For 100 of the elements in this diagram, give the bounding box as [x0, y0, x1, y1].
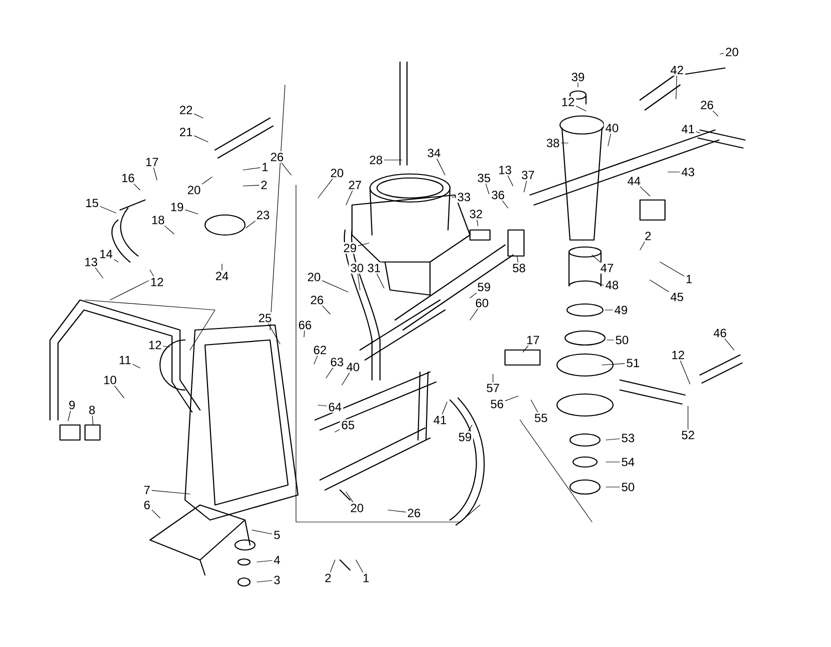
callout-number: 31 — [366, 262, 382, 274]
leader-line — [252, 530, 272, 534]
leader-line — [318, 404, 327, 406]
leader-line — [505, 396, 518, 402]
leader-line — [696, 131, 700, 134]
callout-number: 29 — [342, 242, 358, 254]
leader-line — [304, 330, 305, 338]
callout-number: 33 — [456, 191, 472, 203]
callout-number: 3 — [272, 574, 282, 586]
leader-line — [202, 176, 212, 184]
callout-number: 45 — [668, 291, 686, 303]
callout-number: 55 — [532, 412, 550, 424]
callout-number: 62 — [312, 344, 328, 356]
leader-line — [163, 346, 170, 348]
leader-line — [660, 262, 684, 276]
callout-number: 1 — [361, 572, 371, 584]
callout-number: 56 — [488, 398, 506, 410]
callout-number: 17 — [144, 156, 160, 168]
leader-line — [256, 560, 272, 562]
leader-line — [242, 184, 260, 186]
leader-line — [164, 226, 174, 234]
leader-line — [602, 363, 625, 366]
callout-number: 15 — [84, 197, 100, 209]
leader-line — [476, 220, 478, 226]
callout-number: 7 — [142, 484, 152, 496]
leader-line — [334, 429, 340, 432]
callout-number: 13 — [82, 256, 100, 268]
leader-line — [153, 168, 158, 180]
leader-line — [322, 306, 330, 314]
callout-number: 30 — [348, 262, 366, 274]
leader-line — [358, 274, 360, 290]
leader-line — [724, 338, 734, 350]
callout-number: 16 — [120, 172, 136, 184]
callout-number: 26 — [406, 507, 422, 519]
leader-line — [342, 372, 350, 386]
callout-number: 2 — [643, 230, 653, 242]
leader-line — [468, 424, 472, 432]
callout-number: 18 — [150, 214, 166, 226]
leader-line — [516, 256, 518, 262]
leader-line — [522, 346, 528, 352]
callout-number: 28 — [368, 154, 384, 166]
leader-line — [608, 134, 611, 146]
callout-number: 5 — [272, 529, 282, 541]
callout-number: 41 — [432, 414, 448, 426]
callout-number: 36 — [490, 189, 506, 201]
leader-line — [346, 190, 353, 206]
callout-number: 20 — [328, 167, 346, 179]
callout-number: 2 — [323, 572, 333, 584]
leader-line — [114, 259, 118, 262]
callout-number: 53 — [620, 432, 636, 444]
callout-number: 48 — [604, 279, 620, 291]
callout-number: 59 — [456, 431, 474, 443]
callout-number: 60 — [474, 297, 490, 309]
callout-number: 20 — [724, 46, 740, 58]
callout-number: 35 — [476, 172, 492, 184]
leader-line — [242, 167, 260, 170]
callout-number: 50 — [614, 334, 630, 346]
callout-number: 39 — [570, 71, 586, 83]
callout-number: 4 — [272, 554, 282, 566]
callout-number: 24 — [214, 270, 230, 282]
leader-line — [436, 158, 446, 176]
leader-line — [346, 492, 354, 502]
callout-number: 41 — [680, 123, 696, 135]
callout-number: 9 — [67, 399, 77, 411]
leader-line — [358, 242, 370, 246]
leader-line — [330, 560, 336, 572]
callout-number: 2 — [259, 179, 269, 191]
leader-line — [606, 438, 620, 440]
callout-number: 65 — [340, 419, 356, 431]
leader-line — [650, 280, 669, 292]
leader-line — [640, 242, 645, 250]
leader-line — [452, 196, 456, 198]
leader-line — [356, 560, 364, 572]
leader-line — [326, 368, 334, 378]
callout-number: 43 — [680, 166, 696, 178]
callout-number: 23 — [254, 209, 272, 221]
leader-line — [606, 486, 620, 488]
leader-line — [492, 374, 494, 382]
leader-line — [486, 184, 490, 194]
callout-number: 54 — [620, 456, 636, 468]
leader-line — [134, 184, 140, 190]
leader-line — [246, 220, 256, 228]
leader-line — [100, 206, 116, 214]
leader-line — [600, 284, 604, 286]
callout-number: 64 — [326, 401, 344, 413]
callout-number: 26 — [268, 151, 286, 163]
leader-line — [720, 53, 724, 54]
leader-line — [524, 180, 527, 192]
callout-number: 34 — [426, 147, 442, 159]
callout-number: 44 — [626, 175, 642, 187]
callout-number: 1 — [260, 161, 270, 173]
leader-line — [152, 510, 160, 518]
leader-line — [502, 200, 508, 208]
callout-number: 27 — [346, 179, 364, 191]
callout-number: 49 — [612, 304, 630, 316]
callout-number: 66 — [296, 319, 314, 331]
leader-line — [281, 162, 292, 176]
leader-line — [592, 254, 601, 262]
leader-line — [561, 142, 568, 144]
callout-number: 40 — [344, 361, 362, 373]
